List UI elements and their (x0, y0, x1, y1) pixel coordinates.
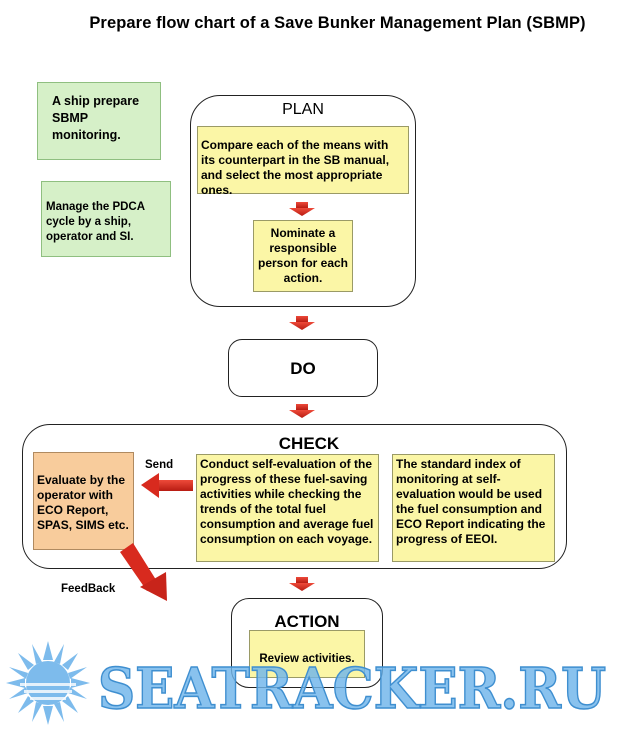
page-title: Prepare flow chart of a Save Bunker Mana… (89, 14, 586, 32)
down-arrow-plan-do (289, 316, 315, 330)
down-arrow-plan-inner (289, 202, 315, 216)
check-label: CHECK (278, 434, 340, 453)
standard-index-box: The standard index of monitoring at self… (392, 454, 555, 562)
watermark-text: SEATRACKER.RU (98, 656, 606, 722)
note-pdca: Manage the PDCA cycle by a ship, operato… (41, 181, 171, 257)
plan-compare-text: Compare each of the means with its count… (201, 138, 390, 197)
note-pdca-text: Manage the PDCA cycle by a ship, operato… (46, 201, 145, 243)
operator-eval-text: Evaluate by the operator with ECO Report… (37, 473, 129, 532)
self-eval-text: Conduct self-evaluation of the progress … (200, 457, 374, 546)
down-arrow-do-check (289, 404, 315, 418)
note-ship-prepare-text: A ship prepare SBMP monitoring. (52, 94, 140, 142)
operator-eval-box: Evaluate by the operator with ECO Report… (33, 452, 134, 550)
do-frame (228, 339, 378, 397)
plan-compare-box: Compare each of the means with its count… (197, 126, 409, 197)
send-arrow (141, 473, 193, 498)
plan-label: PLAN (282, 101, 324, 118)
send-label: Send (145, 459, 174, 471)
self-eval-box: Conduct self-evaluation of the progress … (196, 454, 379, 562)
action-label: ACTION (274, 612, 340, 631)
plan-nominate-box: Nominate a responsible person for each a… (253, 220, 353, 292)
action-review-box: Review activities. (249, 630, 365, 678)
sun-icon (6, 641, 90, 725)
note-ship-prepare: A ship prepare SBMP monitoring. (37, 82, 161, 160)
action-review-text: Review activities. (259, 653, 355, 665)
down-arrow-check-action (289, 577, 315, 591)
feedback-label: FeedBack (61, 583, 116, 595)
do-label: DO (290, 359, 316, 378)
feedback-arrow (120, 543, 167, 601)
plan-nominate-text: Nominate a responsible person for each a… (257, 226, 349, 285)
standard-index-text: The standard index of monitoring at self… (396, 457, 546, 546)
